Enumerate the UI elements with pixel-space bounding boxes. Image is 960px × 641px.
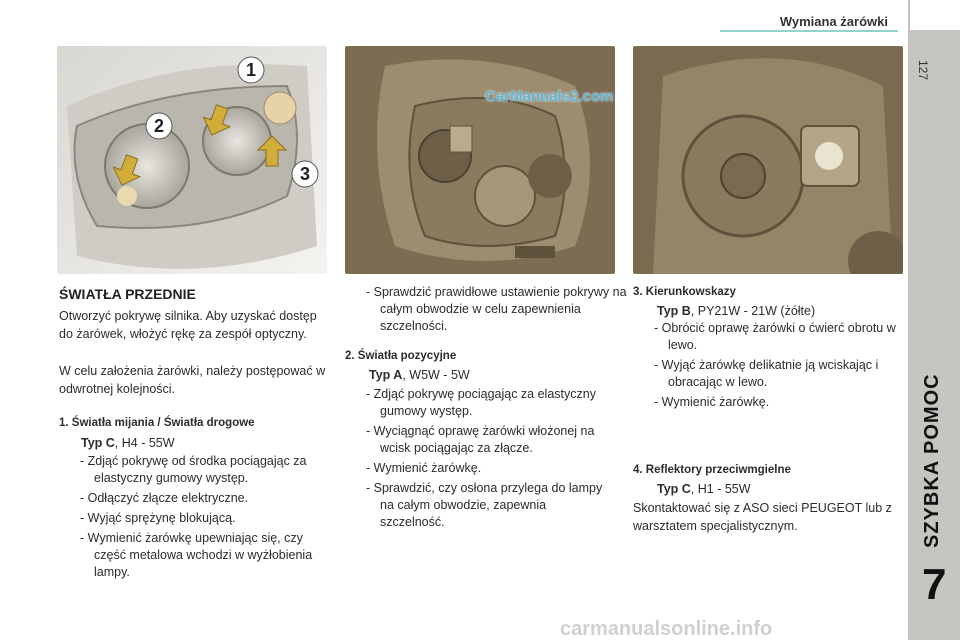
item2-type-code: Typ A: [369, 368, 403, 382]
list-item: - Wymienić żarówkę upewniając się, czy c…: [80, 531, 313, 579]
list-item: - Odłączyć złącze elektryczne.: [80, 491, 249, 505]
item2-type-spec: , W5W - 5W: [402, 368, 470, 382]
section-heading: ŚWIATŁA PRZEDNIE: [59, 286, 196, 302]
chapter-number: 7: [922, 560, 947, 609]
header-rule: [720, 30, 898, 32]
intro-paragraph-1: Otworzyć pokrywę silnika. Aby uzyskać do…: [59, 309, 317, 341]
page-number-box: [908, 0, 960, 30]
item2-heading: 2. Światła pozycyjne: [345, 350, 457, 362]
callout-1: 1: [246, 60, 256, 80]
headlamp-front-image: 1 2 3: [57, 46, 327, 274]
intro-paragraph-2: W celu założenia żarówki, należy postępo…: [59, 364, 326, 396]
item4-type-code: Typ C: [657, 482, 691, 496]
item4-text: Skontaktować się z ASO sieci PEUGEOT lub…: [633, 501, 892, 533]
item3-heading: 3. Kierunkowskazy: [633, 286, 736, 298]
item3-type: Typ B, PY21W - 21W (żółte): [657, 302, 815, 320]
item3-steps: - Obrócić oprawę żarówki o ćwierć obrotu…: [644, 320, 906, 411]
list-item: - Sprawdzić prawidłowe ustawienie pokryw…: [366, 285, 627, 333]
item3-type-code: Typ B: [657, 304, 691, 318]
list-item: - Sprawdzić, czy osłona przylega do lamp…: [366, 481, 603, 529]
item1-heading: 1. Światła mijania / Światła drogowe: [59, 417, 255, 429]
item2-type: Typ A, W5W - 5W: [369, 366, 470, 384]
item1-type-code: Typ C: [81, 436, 115, 450]
lamp-rear-image-2: [633, 46, 903, 274]
callout-2: 2: [154, 116, 164, 136]
item4-type-spec: , H1 - 55W: [690, 482, 751, 496]
footer-watermark: carmanualsonline.info: [560, 618, 773, 640]
list-item: - Obrócić oprawę żarówki o ćwierć obrotu…: [654, 321, 896, 352]
page-number: 127: [916, 60, 930, 81]
item1-type: Typ C, H4 - 55W: [81, 434, 175, 452]
lamp-rear-image-1: CarManuals2.com: [345, 46, 615, 274]
item3-type-spec: , PY21W - 21W (żółte): [690, 304, 816, 318]
page-header-title: Wymiana żarówki: [779, 14, 888, 29]
list-item: - Wymienić żarówkę.: [366, 461, 482, 475]
list-item: - Zdjąć pokrywę pociągając za elastyczny…: [366, 387, 596, 418]
item4-heading: 4. Reflektory przeciwmgielne: [633, 464, 791, 476]
item1-type-spec: , H4 - 55W: [114, 436, 175, 450]
chapter-sidebar: [908, 0, 960, 640]
item1-steps: - Zdjąć pokrywę od środka pociągając za …: [70, 453, 332, 581]
list-item: - Wyjąć żarówkę delikatnie ją wciskając …: [654, 358, 879, 389]
callout-3: 3: [300, 164, 310, 184]
list-item: - Zdjąć pokrywę od środka pociągając za …: [80, 454, 307, 485]
item4-type: Typ C, H1 - 55W: [657, 480, 751, 498]
image-watermark: CarManuals2.com: [485, 88, 614, 105]
list-item: - Wyjąć sprężynę blokującą.: [80, 511, 236, 525]
list-item: - Wymienić żarówkę.: [654, 395, 770, 409]
item2-steps: - Zdjąć pokrywę pociągając za elastyczny…: [356, 386, 610, 531]
list-item: - Wyciągnąć oprawę żarówki włożonej na w…: [366, 424, 595, 455]
section-title-vertical: SZYBKA POMOC: [921, 373, 943, 548]
